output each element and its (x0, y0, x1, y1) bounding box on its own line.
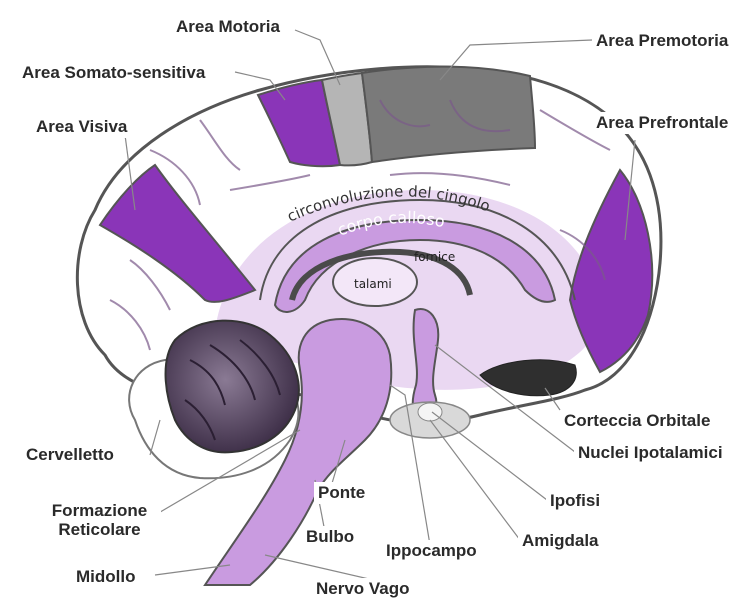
label-area-motoria: Area Motoria (172, 16, 284, 38)
label-area-premotoria: Area Premotoria (592, 30, 732, 52)
label-area-visiva: Area Visiva (32, 116, 131, 138)
label-ipofisi: Ipofisi (546, 490, 604, 512)
label-area-somato-sensitiva: Area Somato-sensitiva (18, 62, 209, 84)
label-amigdala: Amigdala (518, 530, 603, 552)
label-formazione-reticolare: Formazione Reticolare (38, 500, 161, 540)
label-cervelletto: Cervelletto (22, 444, 118, 466)
fornice-label: fornice (414, 250, 455, 264)
label-midollo: Midollo (72, 566, 139, 588)
label-area-prefrontale: Area Prefrontale (592, 112, 732, 134)
label-bulbo: Bulbo (302, 526, 358, 548)
talami-label: talami (354, 277, 392, 291)
label-ponte: Ponte (314, 482, 369, 504)
label-corteccia-orbitale: Corteccia Orbitale (560, 410, 714, 432)
area-premotoria-region (362, 67, 535, 162)
label-nuclei-ipotalamici: Nuclei Ipotalamici (574, 442, 727, 464)
label-nervo-vago: Nervo Vago (312, 578, 414, 600)
ipofisi-shape (418, 403, 442, 421)
label-ippocampo: Ippocampo (382, 540, 481, 562)
